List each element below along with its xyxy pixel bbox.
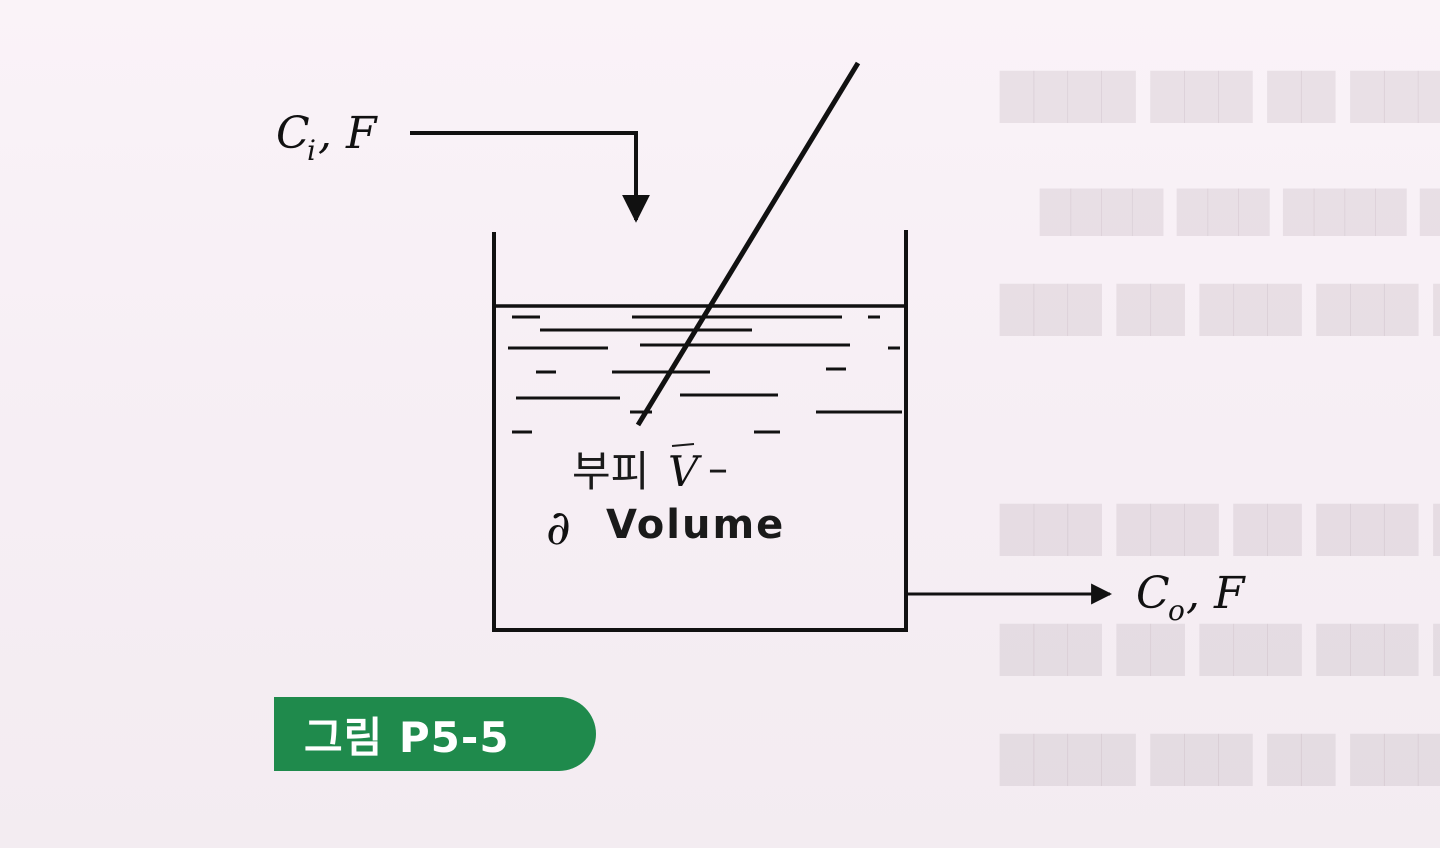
svg-text:C: C — [1136, 568, 1170, 619]
overbar-mark — [671, 443, 695, 447]
handwritten-v-symbol: V — [668, 447, 702, 496]
handwritten-note: 부피 V – ∂ Volume — [546, 443, 785, 556]
stirrer-rod — [635, 61, 861, 427]
figure-caption: 그림 P5-5 — [304, 712, 510, 762]
inlet-label: C i , F — [276, 108, 378, 167]
svg-text:o: o — [1168, 594, 1185, 627]
tank — [492, 230, 908, 632]
inlet-arrow — [410, 131, 650, 223]
handwritten-mark: ∂ — [546, 500, 571, 556]
svg-text:, F: , F — [318, 108, 378, 159]
figure-caption-badge: 그림 P5-5 — [274, 697, 596, 771]
handwritten-dash: – — [708, 446, 728, 492]
outlet-label: C o , F — [1136, 568, 1246, 627]
liquid-hatching — [508, 315, 902, 434]
svg-text:, F: , F — [1186, 568, 1246, 619]
svg-text:i: i — [307, 134, 316, 167]
svg-text:C: C — [276, 108, 310, 159]
handwritten-korean: 부피 — [572, 447, 649, 496]
handwritten-volume: Volume — [606, 502, 785, 548]
